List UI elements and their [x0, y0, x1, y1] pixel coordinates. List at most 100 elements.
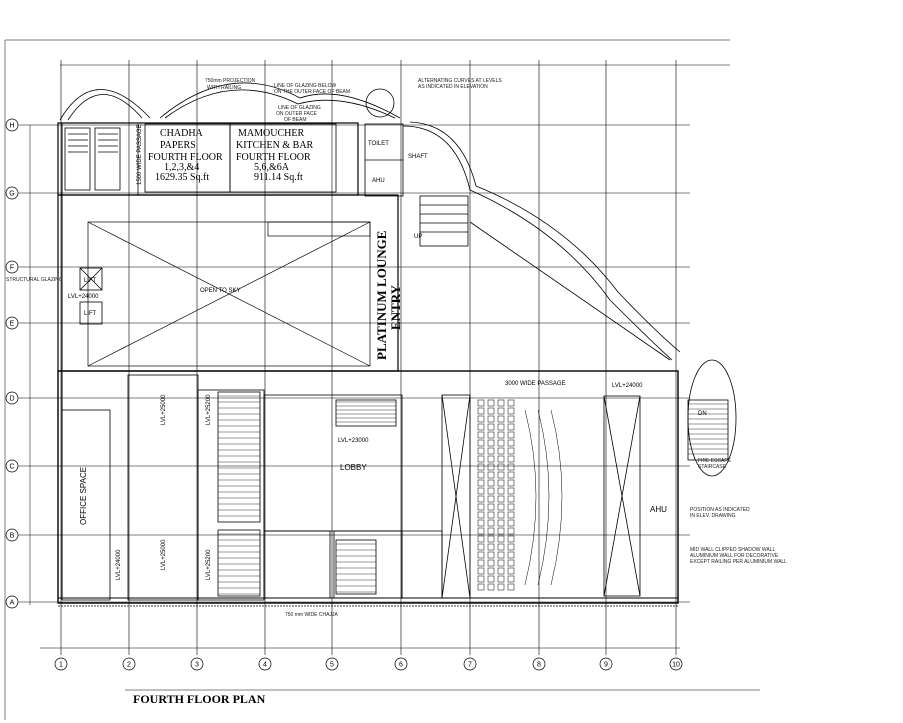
- seat: [477, 567, 485, 575]
- chajja-note: 750 mm WIDE CHAJJA: [285, 612, 338, 618]
- seat: [497, 583, 505, 591]
- seat: [507, 559, 515, 567]
- passage-left: 1500 WIDE PASSAGE: [137, 124, 143, 185]
- glazing-outer-note: LINE OF GLAZING: [278, 105, 321, 111]
- seat: [507, 399, 515, 407]
- seat: [487, 463, 495, 471]
- top-canopy: [59, 82, 737, 477]
- grid-bubble-row: [5, 118, 19, 132]
- seat: [477, 423, 485, 431]
- seat: [497, 535, 505, 543]
- grid-label-column: 9: [604, 662, 608, 669]
- glazing-outer-note-2: ON OUTER FACE: [276, 111, 318, 117]
- grid-bubble-column: [463, 657, 477, 671]
- seat: [487, 503, 495, 511]
- seat: [477, 503, 485, 511]
- grid-label-row: G: [9, 191, 14, 198]
- glazing-outer-note-3: OF BEAM: [284, 117, 307, 123]
- seat: [497, 471, 505, 479]
- grid-bubble-row: [5, 316, 19, 330]
- lounge-label: PLATINUM LOUNGE: [374, 231, 389, 360]
- grid-label-row: D: [9, 396, 14, 403]
- seat: [487, 479, 495, 487]
- lift-label-2: LIFT: [84, 311, 97, 317]
- open-to-sky-void: [87, 221, 371, 367]
- level-1: LVL+25000: [161, 394, 167, 425]
- seat: [497, 487, 505, 495]
- grid-bubble-column: [532, 657, 546, 671]
- level-right: LVL+24000: [612, 383, 643, 389]
- grid-label-row: E: [10, 321, 15, 328]
- grid-label-column: 6: [399, 662, 403, 669]
- fire-escape-note: FIRE ESCAPE: [698, 458, 732, 464]
- seat: [487, 511, 495, 519]
- seat: [487, 407, 495, 415]
- seat: [507, 463, 515, 471]
- seat: [497, 575, 505, 583]
- lift-core: [79, 267, 103, 325]
- seat: [497, 519, 505, 527]
- seat: [477, 495, 485, 503]
- structural-glazing-note: STRUCTURAL GLAZING: [6, 277, 63, 283]
- seat: [507, 583, 515, 591]
- seat: [477, 455, 485, 463]
- annotation-labels: 750mm PROJECTION WITH RAILING LINE OF GL…: [6, 78, 787, 618]
- seat: [487, 535, 495, 543]
- seat: [507, 431, 515, 439]
- seat: [497, 447, 505, 455]
- seat: [507, 447, 515, 455]
- stair-treads: [218, 395, 728, 595]
- seat: [487, 519, 495, 527]
- seat: [497, 439, 505, 447]
- seat: [477, 527, 485, 535]
- seat: [477, 487, 485, 495]
- seat: [507, 567, 515, 575]
- seat: [487, 471, 495, 479]
- seat: [497, 559, 505, 567]
- seat: [507, 487, 515, 495]
- seat: [497, 431, 505, 439]
- structural-grid-lines: [18, 60, 690, 655]
- grid-label-column: 4: [263, 662, 267, 669]
- seat: [477, 463, 485, 471]
- seat: [487, 527, 495, 535]
- seat: [487, 455, 495, 463]
- glazing-below-note-2: ON THE OUTER FACE OF BEAM: [274, 89, 350, 95]
- seat: [507, 519, 515, 527]
- grid-label-column: 2: [127, 662, 131, 669]
- seat: [477, 575, 485, 583]
- seat: [477, 439, 485, 447]
- seat: [477, 479, 485, 487]
- curves-note: ALTERNATING CURVES AT LEVELS: [418, 78, 502, 84]
- lobby-label: LOBBY: [340, 463, 367, 472]
- auditorium-seats: [477, 399, 563, 591]
- grid-bubble-column: [669, 657, 683, 671]
- projection-note: 750mm PROJECTION: [205, 78, 256, 84]
- grid-bubble-column: [54, 657, 68, 671]
- seat: [487, 543, 495, 551]
- seat: [507, 439, 515, 447]
- lift-label-1: LIFT: [84, 278, 97, 284]
- seat: [477, 407, 485, 415]
- curves-note-2: AS INDICATED IN ELEVATION: [418, 84, 488, 90]
- seat: [507, 527, 515, 535]
- projection-sub-note: WITH RAILING: [207, 85, 241, 91]
- up-label: UP: [414, 234, 422, 240]
- level-4: LVL+24000: [116, 549, 122, 580]
- chadha-line-5: 1629.35 Sq.ft: [155, 172, 209, 183]
- seat: [487, 439, 495, 447]
- grid-label-column: 8: [537, 662, 541, 669]
- seat: [487, 575, 495, 583]
- seat-curve-row: [550, 409, 563, 586]
- toilet-label: TOILET: [368, 141, 389, 147]
- seat: [477, 559, 485, 567]
- passage-mid: 3000 WIDE PASSAGE: [505, 381, 566, 387]
- seat: [507, 575, 515, 583]
- grid-bubble-row: [5, 528, 19, 542]
- seat: [477, 535, 485, 543]
- grid-bubble-column: [325, 657, 339, 671]
- seat: [477, 519, 485, 527]
- fire-escape-note-2: STAIRCASE: [698, 464, 727, 470]
